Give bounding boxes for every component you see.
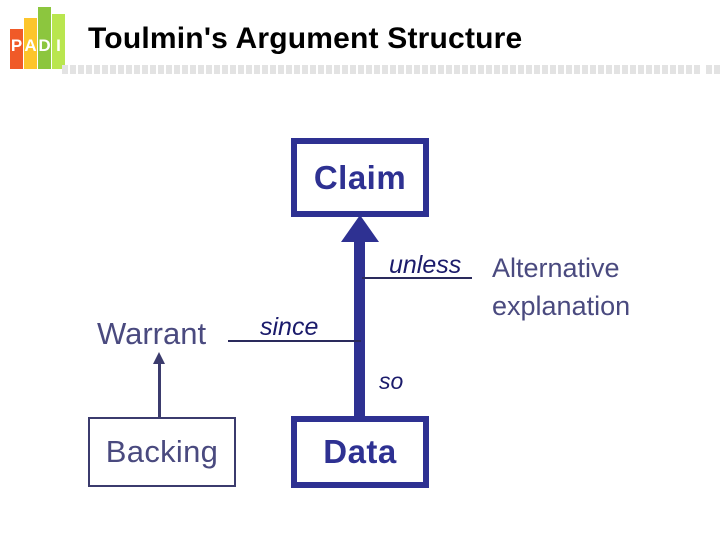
connector-label-since: since: [260, 313, 319, 341]
logo-bar-1: [10, 29, 23, 69]
page-title: Toulmin's Argument Structure: [88, 22, 523, 55]
backing-to-warrant-arrow-shaft: [158, 363, 161, 418]
node-data-label: Data: [323, 433, 397, 470]
node-backing-label: Backing: [105, 434, 219, 469]
logo-bar-4: [52, 14, 65, 69]
node-claim-label: Claim: [313, 158, 407, 196]
logo-bar-2: [24, 18, 37, 69]
logo-letter-i: I: [56, 36, 61, 55]
title-divider: [62, 65, 700, 74]
backing-to-warrant-arrowhead: [153, 352, 165, 364]
alternative-explanation-text: Alternative explanation: [492, 253, 631, 321]
since-connector-line: [228, 340, 361, 342]
logo-bar-3: [38, 7, 51, 69]
logo-letter-d: D: [38, 36, 51, 55]
padi-logo: P A D I: [8, 7, 66, 69]
node-backing[interactable]: Backing: [88, 417, 236, 487]
connector-label-so: so: [379, 368, 404, 394]
connector-label-unless: unless: [389, 251, 462, 279]
title-divider-tail: [706, 65, 720, 74]
unless-connector-line: [362, 277, 472, 279]
data-to-claim-arrowhead: [341, 215, 379, 242]
data-to-claim-arrow-shaft: [354, 236, 365, 418]
node-data[interactable]: Data: [291, 416, 429, 488]
node-warrant-label: Warrant: [97, 316, 207, 351]
node-claim[interactable]: Claim: [291, 138, 429, 217]
logo-letter-p: P: [10, 36, 23, 55]
logo-letter-a: A: [24, 36, 37, 55]
